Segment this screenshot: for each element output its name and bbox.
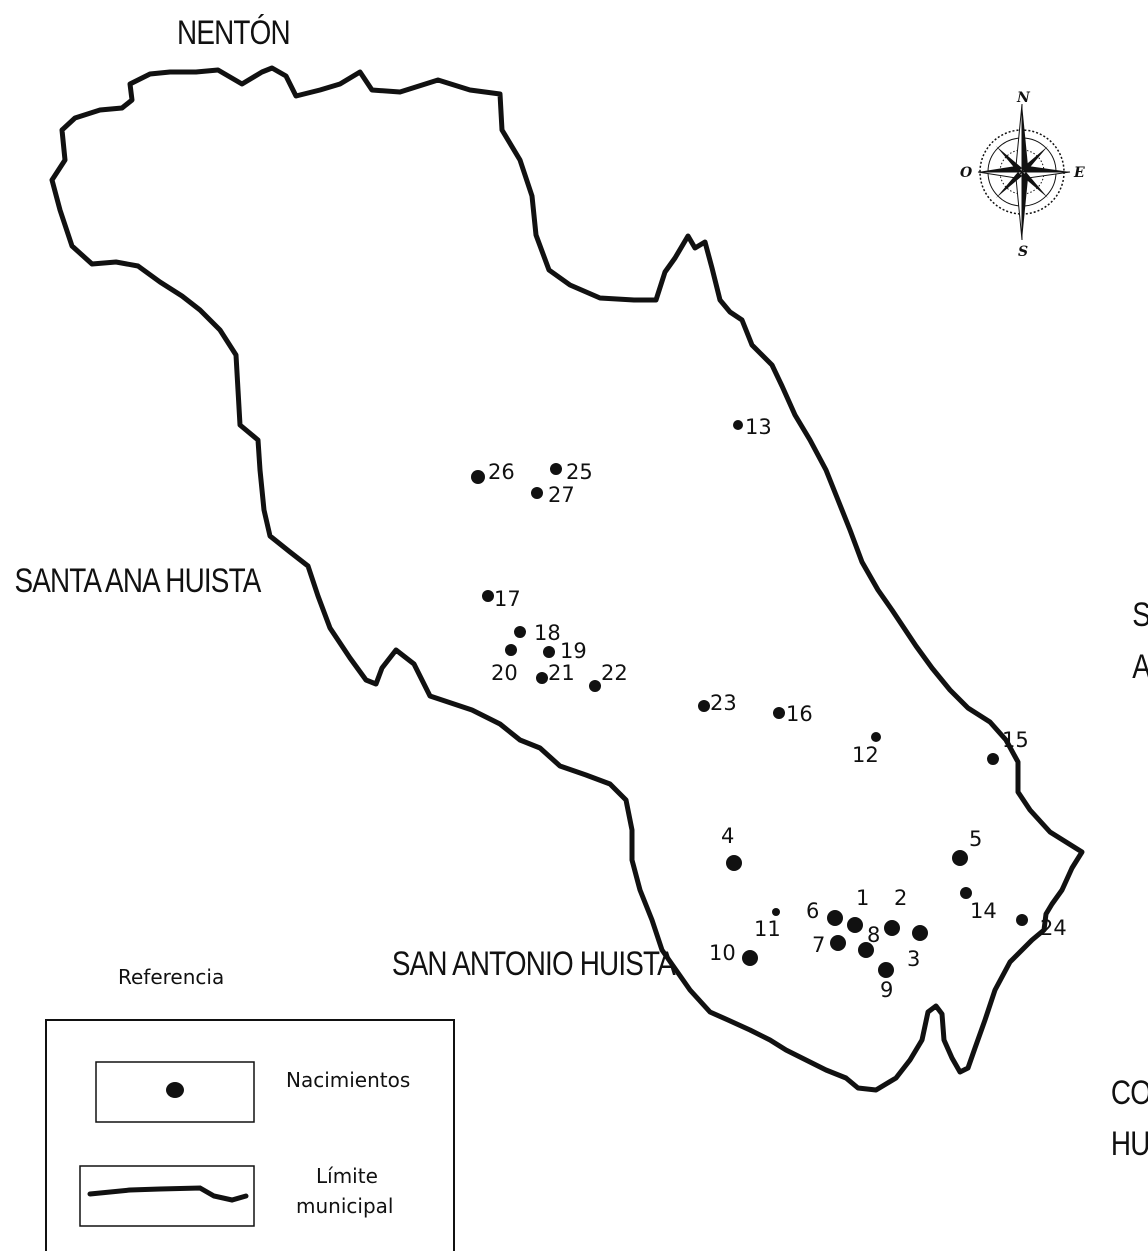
compass-east-label: E <box>1073 165 1085 181</box>
spring-label-12: 12 <box>852 743 879 767</box>
spring-label-26: 26 <box>488 460 515 484</box>
spring-label-24: 24 <box>1040 916 1067 940</box>
spring-label-4: 4 <box>721 824 734 848</box>
spring-point-11 <box>772 908 780 916</box>
spring-label-3: 3 <box>907 947 920 971</box>
spring-label-17: 17 <box>494 587 521 611</box>
spring-point-21 <box>536 672 548 684</box>
spring-point-16 <box>773 707 785 719</box>
legend-label-boundary-line2: municipal <box>296 1194 393 1218</box>
spring-point-26 <box>471 470 485 484</box>
spring-label-11: 11 <box>754 917 781 941</box>
compass-rose-icon: N S E O <box>960 90 1085 260</box>
spring-point-22 <box>589 680 601 692</box>
spring-point-17 <box>482 590 494 602</box>
compass-west-label: O <box>960 165 973 181</box>
region-label-concepcion: CONCEPCIÓN <box>1111 1073 1148 1111</box>
spring-point-27 <box>531 487 543 499</box>
spring-point-2 <box>884 920 900 936</box>
spring-label-23: 23 <box>710 691 737 715</box>
municipal-boundary <box>49 65 1085 1093</box>
spring-label-18: 18 <box>534 621 561 645</box>
spring-point-5 <box>952 850 968 866</box>
region-label-san-miguel: SAN MIGUEL <box>1132 595 1148 633</box>
legend-boundary-swatch <box>79 1165 255 1227</box>
spring-point-7 <box>830 935 846 951</box>
region-label-nenton: NENTÓN <box>177 13 290 51</box>
region-label-acatan: ACATÁN <box>1132 647 1148 685</box>
spring-label-27: 27 <box>548 483 575 507</box>
region-label-huista: HUISTA <box>1111 1124 1148 1162</box>
spring-label-19: 19 <box>560 639 587 663</box>
spring-point-18 <box>514 626 526 638</box>
spring-point-20 <box>505 644 517 656</box>
spring-point-8 <box>858 942 874 958</box>
region-label-san-antonio-huista: SAN ANTONIO HUISTA <box>392 944 676 982</box>
compass-north-label: N <box>1016 90 1031 106</box>
spring-label-16: 16 <box>786 702 813 726</box>
spring-point-6 <box>827 910 843 926</box>
spring-label-15: 15 <box>1002 728 1029 752</box>
spring-point-4 <box>726 855 742 871</box>
legend: Referencia Nacimientos Límite municipal <box>45 965 455 1251</box>
spring-label-10: 10 <box>709 941 736 965</box>
legend-boundary-line-icon <box>87 1185 249 1203</box>
spring-label-6: 6 <box>806 899 819 923</box>
legend-frame <box>45 1019 455 1251</box>
legend-spring-marker-icon <box>166 1082 184 1098</box>
spring-point-14 <box>960 887 972 899</box>
spring-label-14: 14 <box>970 899 997 923</box>
spring-label-21: 21 <box>548 661 575 685</box>
legend-label-springs: Nacimientos <box>286 1068 410 1092</box>
spring-point-15 <box>987 753 999 765</box>
legend-springs-swatch <box>95 1061 255 1123</box>
spring-label-1: 1 <box>856 886 869 910</box>
spring-point-23 <box>698 700 710 712</box>
compass-south-label: S <box>1018 244 1028 260</box>
spring-label-2: 2 <box>894 886 907 910</box>
spring-label-9: 9 <box>880 978 893 1002</box>
spring-label-20: 20 <box>491 661 518 685</box>
spring-points: 1 2 3 4 5 6 7 8 9 10 11 12 13 14 15 16 1… <box>471 415 1067 1002</box>
spring-label-25: 25 <box>566 460 593 484</box>
region-label-santa-ana-huista: SANTA ANA HUISTA <box>14 561 261 599</box>
spring-point-10 <box>742 950 758 966</box>
spring-point-1 <box>847 917 863 933</box>
spring-label-5: 5 <box>969 827 982 851</box>
spring-label-22: 22 <box>601 661 628 685</box>
legend-label-boundary-line1: Límite <box>316 1164 378 1188</box>
spring-point-25 <box>550 463 562 475</box>
spring-label-13: 13 <box>745 415 772 439</box>
spring-point-13 <box>733 420 743 430</box>
spring-point-9 <box>878 962 894 978</box>
spring-point-24 <box>1016 914 1028 926</box>
spring-point-3 <box>912 925 928 941</box>
spring-label-7: 7 <box>812 933 825 957</box>
spring-label-8: 8 <box>867 923 880 947</box>
spring-point-19 <box>543 646 555 658</box>
legend-title: Referencia <box>118 965 224 989</box>
spring-point-12 <box>871 732 881 742</box>
